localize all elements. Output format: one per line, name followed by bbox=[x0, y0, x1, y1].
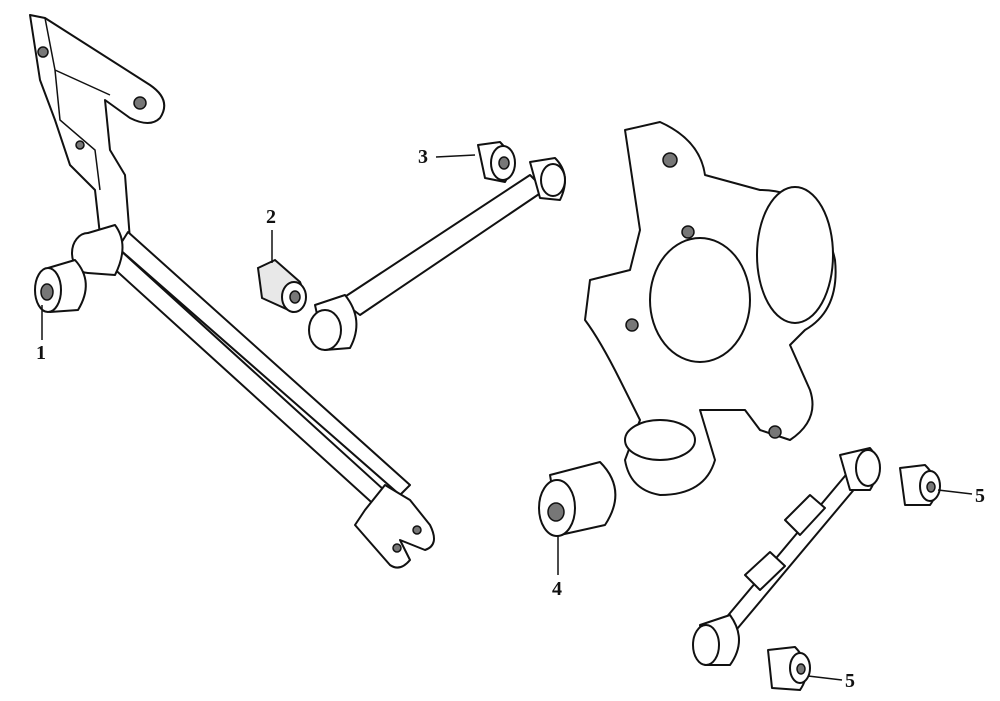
callout-5-upper: 5 bbox=[975, 485, 985, 507]
trailing-arm-assembly bbox=[29, 14, 435, 569]
callout-1: 1 bbox=[36, 342, 46, 364]
bushing-5-upper bbox=[899, 464, 941, 506]
bushing-1 bbox=[34, 259, 87, 313]
callout-2: 2 bbox=[266, 206, 276, 228]
bushing-4 bbox=[538, 461, 617, 537]
bushing-5-lower bbox=[767, 646, 811, 691]
callout-4: 4 bbox=[552, 578, 562, 600]
bushing-2 bbox=[256, 258, 307, 314]
bushing-3 bbox=[477, 141, 516, 183]
leader-lines bbox=[41, 154, 973, 681]
upper-link bbox=[308, 157, 566, 351]
callout-5-lower: 5 bbox=[845, 670, 855, 692]
hub-knuckle bbox=[584, 121, 837, 496]
callout-3: 3 bbox=[418, 146, 428, 168]
adjustable-toe-link bbox=[692, 447, 881, 666]
